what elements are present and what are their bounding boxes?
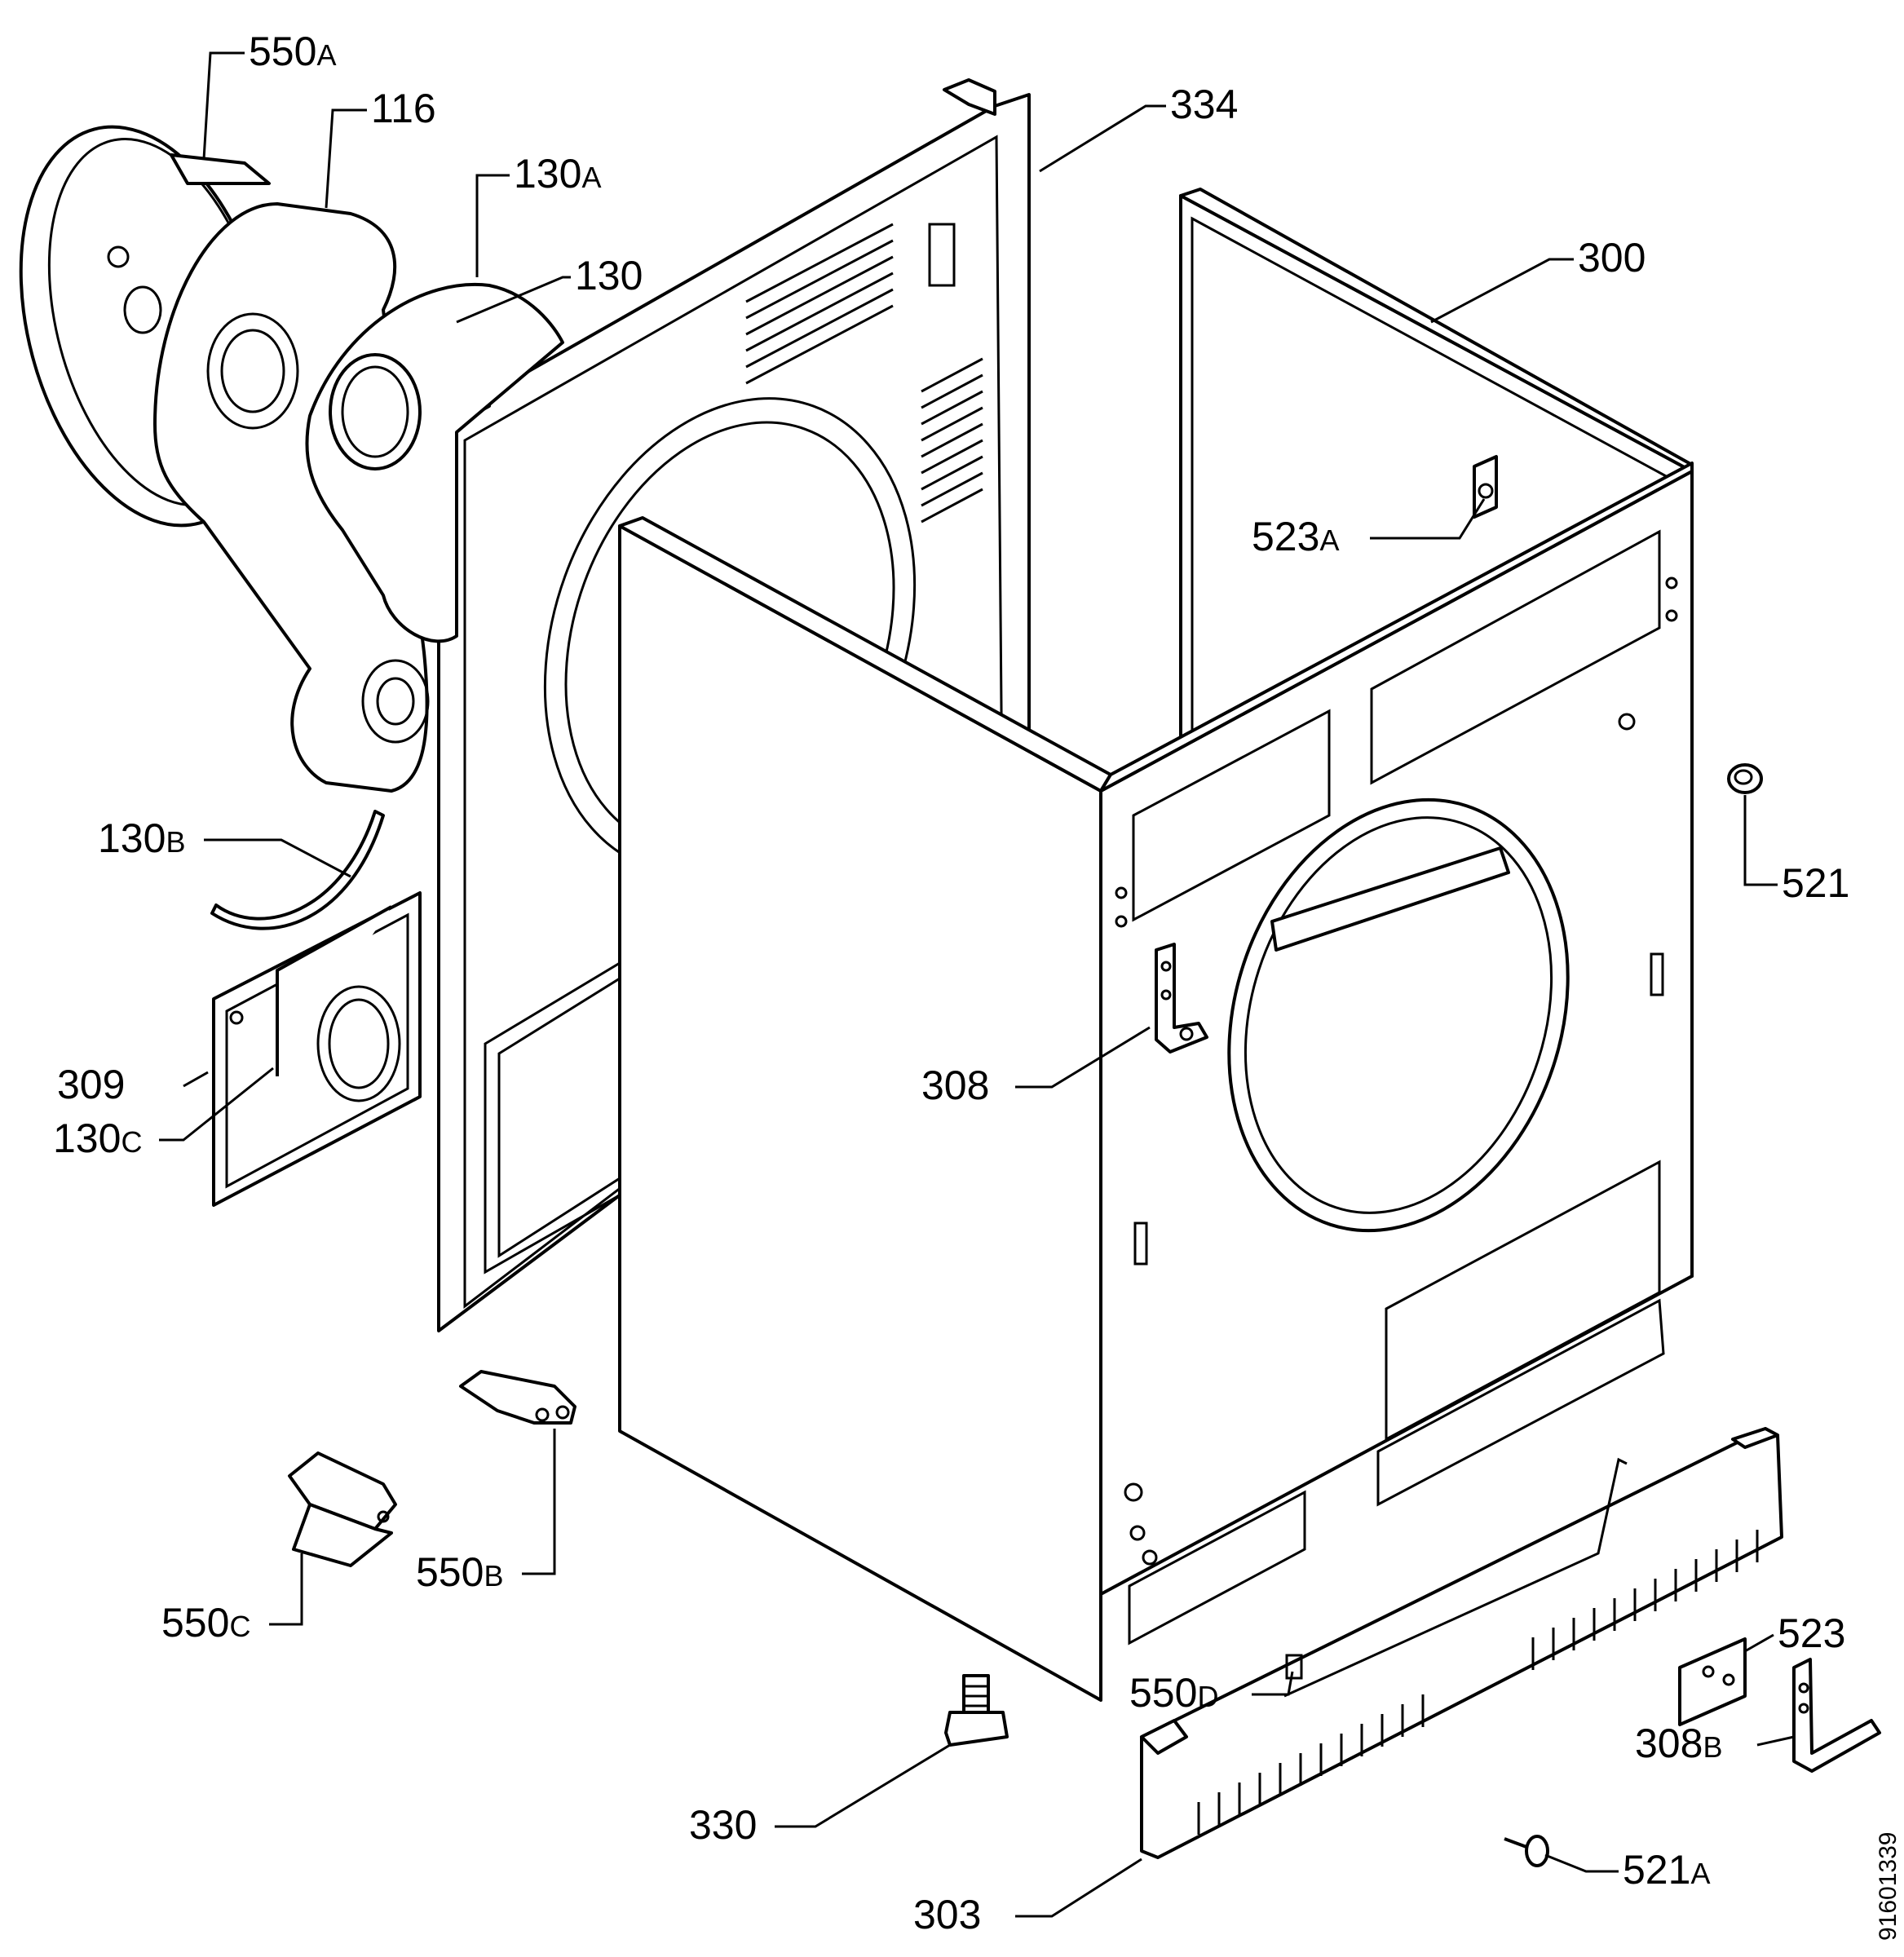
callout-521: 521 [1782,860,1849,906]
callout-130b: 130B [98,815,185,861]
callout-308: 308 [921,1062,989,1108]
leader-lines [159,51,1795,1918]
callout-550b: 550B [416,1549,503,1595]
callout-334: 334 [1170,82,1238,127]
screw-521a [1504,1835,1549,1867]
bracket-308b [1792,1658,1881,1773]
callout-523a: 523A [1252,514,1339,559]
plug-521 [1727,763,1763,794]
callout-550c: 550C [161,1600,250,1646]
hinge-523a [1473,455,1498,519]
callout-308b: 308B [1635,1721,1722,1766]
callout-550a: 550A [249,29,336,74]
callout-130: 130 [575,253,643,298]
callout-330: 330 [689,1802,757,1848]
foot-330 [944,1674,1009,1747]
kick-panel-vent-left [1197,1694,1425,1835]
callout-521a: 521A [1623,1847,1710,1893]
bracket-308 [1155,943,1208,1054]
plate-523 [1678,1637,1747,1726]
callout-550d: 550D [1129,1670,1218,1716]
clip-550b [459,1370,577,1425]
callout-130c: 130C [53,1115,142,1161]
callout-523: 523 [1778,1610,1845,1656]
kick-panel-vent-right [1531,1530,1759,1670]
callout-309: 309 [57,1062,125,1107]
kick-panel-303 [1140,1427,1783,1859]
callout-130a: 130A [514,151,601,197]
seal-strip-130b [210,810,385,930]
document-number: 91601339 [1875,1832,1902,1941]
callout-116: 116 [371,86,436,131]
bracket-550c [288,1451,397,1567]
callout-300: 300 [1578,235,1646,281]
callout-labels: 550A 116 130A 130 334 300 523A 521 130B … [53,29,1849,1937]
cabinet-side-panel [618,462,1694,1702]
seal-ring-130 [329,353,422,470]
rear-panel-vent-slots [745,223,983,523]
seal-130c [276,905,392,1076]
wire-clip-550d [1283,1457,1628,1698]
cover-plate-309 [212,891,422,1207]
callout-303: 303 [913,1892,981,1937]
